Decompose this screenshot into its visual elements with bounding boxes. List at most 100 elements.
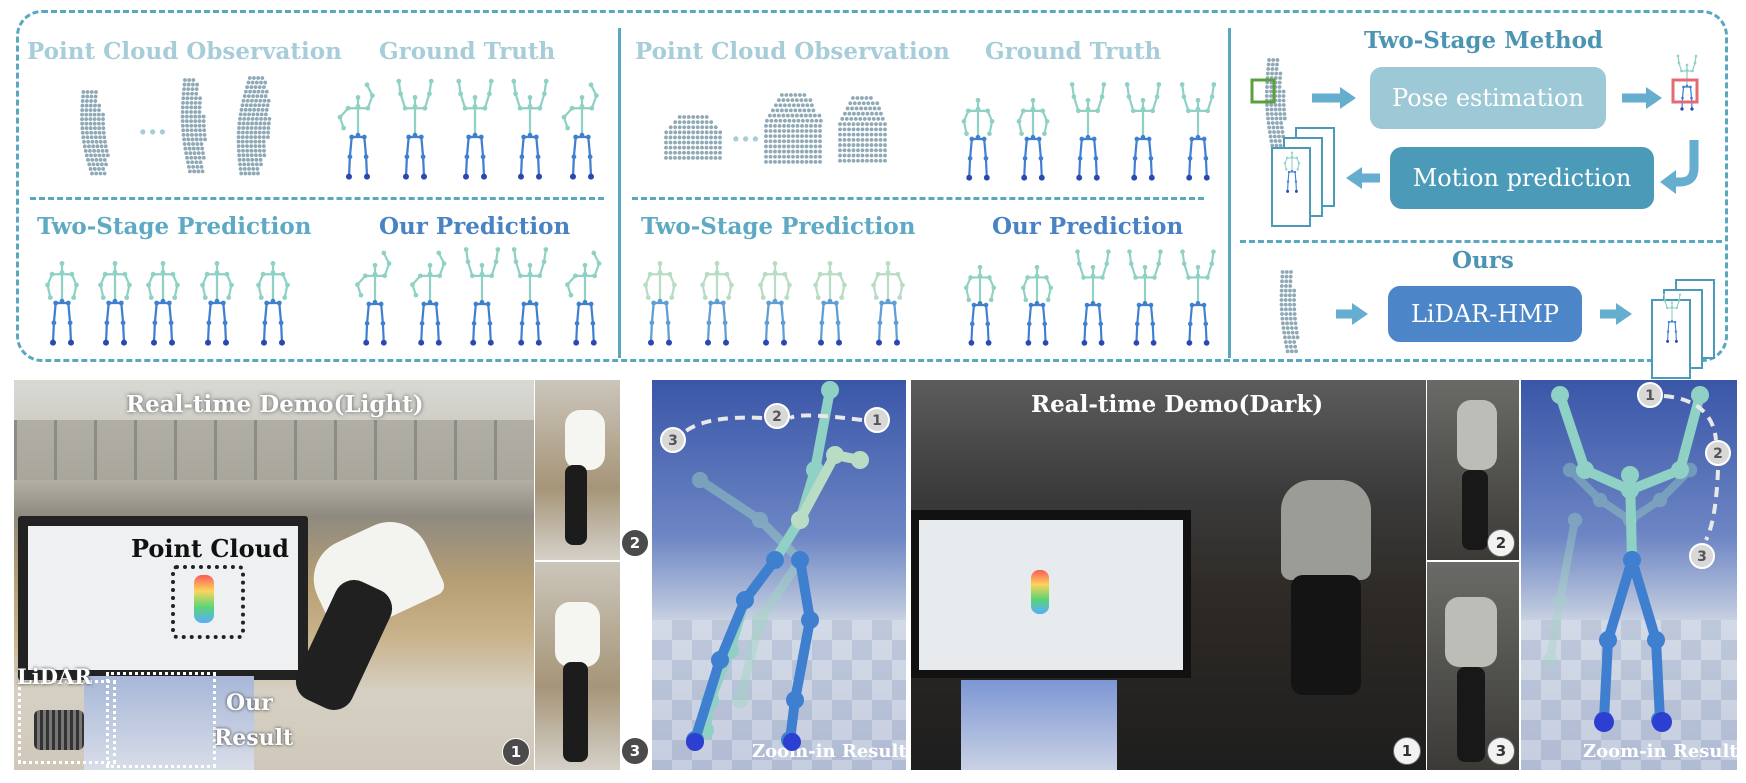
point (89, 99, 93, 103)
joint (669, 295, 675, 300)
point (1274, 67, 1279, 71)
bone (153, 301, 158, 324)
point (95, 144, 100, 149)
point (251, 171, 256, 176)
point (880, 117, 885, 121)
point (98, 171, 103, 176)
point (709, 145, 713, 150)
point (686, 145, 691, 150)
joint (700, 282, 705, 288)
bone (347, 155, 352, 178)
row-divider-3 (1240, 240, 1722, 243)
point (813, 129, 818, 133)
point (847, 143, 851, 147)
point (80, 103, 85, 108)
point (851, 137, 856, 142)
point (782, 118, 787, 123)
point (1273, 139, 1278, 143)
joint (643, 282, 648, 288)
joint (1042, 321, 1048, 327)
point (878, 127, 883, 132)
joint (214, 261, 220, 266)
point (860, 148, 865, 153)
step-circle (864, 407, 890, 433)
joint (826, 446, 844, 464)
point (1279, 307, 1284, 312)
joint (1128, 261, 1134, 267)
bone (1566, 466, 1604, 504)
joint (412, 104, 418, 109)
bone (538, 92, 546, 110)
joint (833, 300, 839, 306)
point (664, 140, 668, 145)
foot (103, 339, 109, 346)
light-arc-a (788, 413, 863, 422)
point (252, 89, 257, 94)
point (785, 113, 790, 118)
point (682, 150, 686, 155)
point (809, 144, 813, 149)
bone (650, 301, 655, 324)
joint (772, 261, 778, 266)
bone (380, 302, 385, 325)
point (190, 87, 195, 92)
point (802, 108, 807, 113)
point (1293, 316, 1297, 321)
point (673, 135, 677, 140)
point (1294, 349, 1298, 354)
point (673, 120, 678, 125)
bone (1204, 322, 1208, 344)
point (818, 159, 822, 164)
joint (1290, 151, 1294, 154)
point (180, 110, 185, 114)
bone (169, 321, 174, 344)
joint (791, 511, 809, 529)
point (200, 146, 205, 151)
panel2-gt-skeleton (1179, 82, 1217, 181)
point (1282, 112, 1287, 116)
point (1282, 107, 1286, 112)
point (700, 125, 705, 130)
point (94, 157, 99, 162)
point (185, 91, 190, 96)
bone (1206, 262, 1213, 279)
joint (347, 154, 353, 160)
panel1-ours-title: Our Prediction (379, 213, 571, 240)
joint (1186, 275, 1191, 280)
panel1-gt-title: Ground Truth (379, 38, 556, 65)
point (838, 148, 842, 153)
joint (1090, 264, 1096, 270)
point-cloud-figure (1031, 570, 1049, 614)
point (709, 120, 714, 125)
point (239, 107, 244, 112)
point (254, 121, 259, 126)
light-step-3: 3 (660, 427, 686, 453)
joint (813, 282, 818, 288)
point (1280, 274, 1285, 279)
joint (398, 91, 403, 97)
joint (1285, 156, 1289, 160)
panel2-two-stage-skeleton (758, 261, 792, 346)
badge-dark-3: 3 (1487, 737, 1515, 765)
point (1282, 330, 1287, 335)
point (96, 117, 101, 122)
joint (102, 271, 108, 277)
point (196, 151, 201, 156)
point (1287, 335, 1292, 340)
point (842, 122, 847, 127)
point (1294, 330, 1299, 335)
point (664, 155, 668, 160)
point (691, 155, 695, 160)
point (784, 108, 789, 113)
point (91, 144, 96, 149)
point (257, 85, 262, 89)
point (794, 113, 799, 118)
point (253, 135, 258, 139)
joint (1152, 275, 1157, 280)
point (261, 139, 266, 144)
frame (1651, 299, 1691, 379)
joint (1091, 136, 1097, 142)
bone (1153, 262, 1160, 279)
joint (1030, 106, 1036, 112)
point (704, 115, 709, 119)
